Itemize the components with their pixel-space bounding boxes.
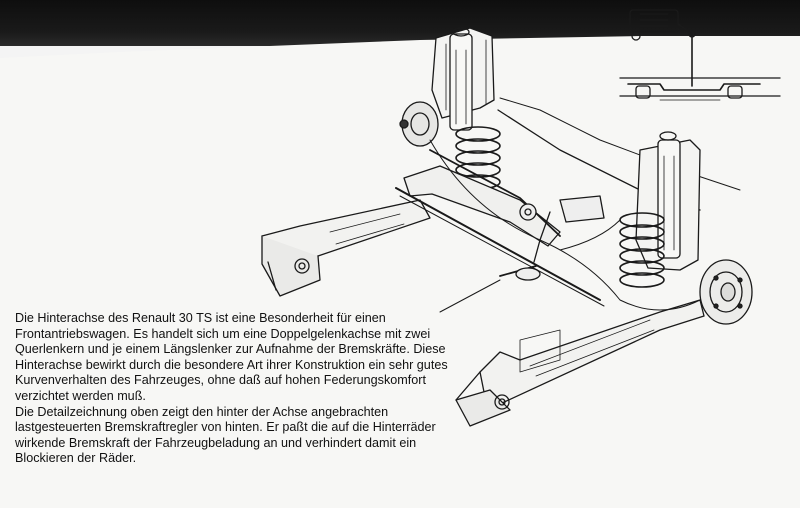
brake-regulator-detail-drawing <box>619 9 781 101</box>
caption-text: Die Hinterachse des Renault 30 TS ist ei… <box>15 311 455 467</box>
caption-paragraph-2: Die Detailzeichnung oben zeigt den hinte… <box>15 404 436 466</box>
document-page <box>0 36 800 508</box>
transverse-wishbone <box>403 97 741 247</box>
right-wheel-hub <box>699 259 753 325</box>
brake-lines <box>429 139 701 311</box>
brake-regulator-linkage <box>439 195 605 313</box>
left-wheel-hub <box>399 101 439 147</box>
cross-tie-rod <box>395 187 605 307</box>
right-coil-spring <box>619 212 665 288</box>
caption-paragraph-1: Die Hinterachse des Renault 30 TS ist ei… <box>15 311 448 403</box>
left-longitudinal-arm <box>261 199 431 297</box>
right-longitudinal-arm <box>455 299 705 427</box>
left-shock-tower <box>431 27 495 131</box>
